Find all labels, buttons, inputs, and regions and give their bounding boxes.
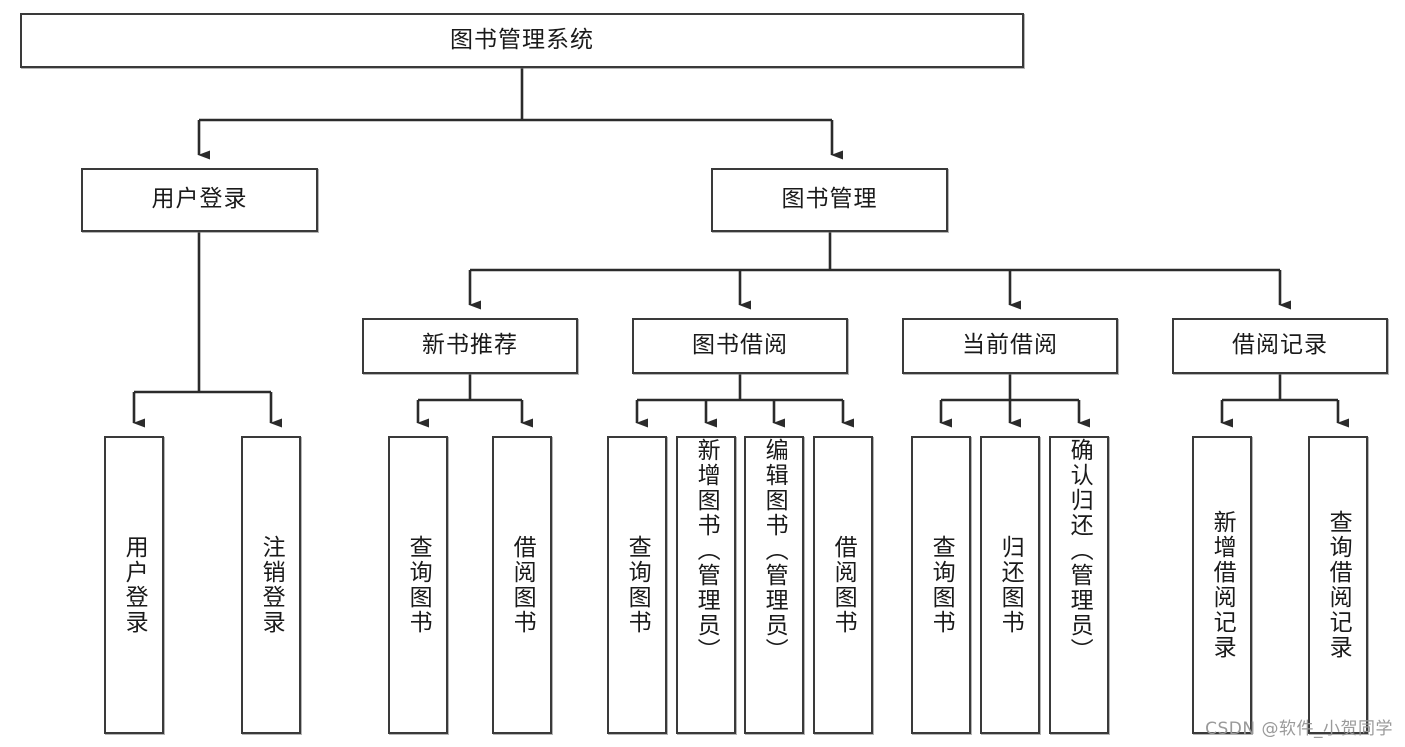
node-leaf-user-login-label: 用户登录 — [121, 535, 148, 635]
node-new-book-recommend[interactable]: 新书推荐 — [362, 318, 578, 374]
node-leaf-query-book-1-label: 查询图书 — [405, 535, 432, 635]
node-leaf-query-book-3-label: 查询图书 — [928, 535, 955, 635]
node-leaf-borrow-book-2[interactable]: 借阅图书 — [813, 436, 873, 734]
node-leaf-return-book[interactable]: 归还图书 — [980, 436, 1040, 734]
node-leaf-confirm-return-label: 确认归还（管理员） — [1066, 438, 1093, 663]
node-root[interactable]: 图书管理系统 — [20, 13, 1024, 68]
node-leaf-query-book-3[interactable]: 查询图书 — [911, 436, 971, 734]
node-book-manage-label: 图书管理 — [781, 186, 878, 213]
node-leaf-edit-book-label: 编辑图书（管理员） — [761, 438, 788, 663]
node-leaf-query-book-2[interactable]: 查询图书 — [607, 436, 667, 734]
node-leaf-borrow-book-2-label: 借阅图书 — [830, 535, 857, 635]
node-book-manage[interactable]: 图书管理 — [711, 168, 948, 232]
node-leaf-add-record[interactable]: 新增借阅记录 — [1192, 436, 1252, 734]
node-user-login[interactable]: 用户登录 — [81, 168, 318, 232]
node-leaf-query-record[interactable]: 查询借阅记录 — [1308, 436, 1368, 734]
node-leaf-query-book-2-label: 查询图书 — [624, 535, 651, 635]
node-leaf-add-book-label: 新增图书（管理员） — [693, 438, 720, 663]
node-leaf-borrow-book-1-label: 借阅图书 — [509, 535, 536, 635]
node-current-borrow[interactable]: 当前借阅 — [902, 318, 1118, 374]
node-current-borrow-label: 当前借阅 — [962, 332, 1058, 359]
node-leaf-return-book-label: 归还图书 — [997, 535, 1024, 635]
node-leaf-logout-label: 注销登录 — [258, 535, 285, 635]
node-leaf-edit-book[interactable]: 编辑图书（管理员） — [744, 436, 804, 734]
node-book-borrow-label: 图书借阅 — [692, 332, 788, 359]
node-new-book-recommend-label: 新书推荐 — [422, 332, 518, 359]
node-leaf-add-record-label: 新增借阅记录 — [1209, 510, 1236, 660]
node-user-login-label: 用户登录 — [151, 186, 248, 213]
node-leaf-query-book-1[interactable]: 查询图书 — [388, 436, 448, 734]
node-root-label: 图书管理系统 — [450, 26, 594, 53]
node-leaf-user-login[interactable]: 用户登录 — [104, 436, 164, 734]
watermark: CSDN @软件_小贺同学 — [1205, 719, 1393, 739]
node-borrow-record-label: 借阅记录 — [1232, 332, 1328, 359]
node-leaf-add-book[interactable]: 新增图书（管理员） — [676, 436, 736, 734]
node-leaf-query-record-label: 查询借阅记录 — [1325, 510, 1352, 660]
node-leaf-confirm-return[interactable]: 确认归还（管理员） — [1049, 436, 1109, 734]
node-borrow-record[interactable]: 借阅记录 — [1172, 318, 1388, 374]
node-leaf-logout[interactable]: 注销登录 — [241, 436, 301, 734]
node-leaf-borrow-book-1[interactable]: 借阅图书 — [492, 436, 552, 734]
node-book-borrow[interactable]: 图书借阅 — [632, 318, 848, 374]
